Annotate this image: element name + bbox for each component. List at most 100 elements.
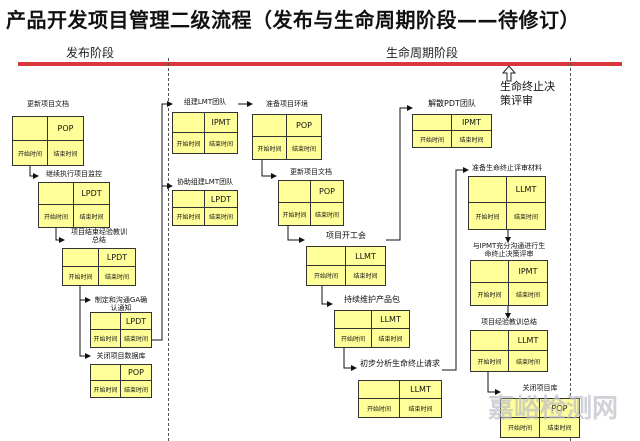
task-title: 更新项目文档 — [27, 100, 69, 108]
task-owner: LLMT — [400, 381, 441, 399]
end-time-cell: 结束时间 — [104, 273, 129, 281]
end-time-cell: 结束时间 — [513, 213, 538, 221]
task-owner: POP — [48, 117, 83, 141]
connector-1-2 — [29, 166, 39, 179]
end-time-cell: 结束时间 — [515, 358, 540, 366]
end-time-cell: 结束时间 — [547, 425, 572, 432]
task-grid: IPMT 开始时间 结束时间 — [470, 260, 548, 306]
task-title: 协助组建LMT团队 — [176, 178, 234, 186]
task-owner: LPDT — [74, 183, 109, 205]
task-owner: IPMT — [205, 113, 237, 133]
connector-12-14 — [442, 167, 469, 371]
task-prepare-eol-materials[interactable]: 准备生命终止评审材料 LLMT 开始时间 结束时间 — [468, 164, 546, 230]
task-project-lessons-learned[interactable]: 项目结束经验教训总结 LPDT 开始时间 结束时间 — [62, 228, 136, 286]
task-grid: LLMT 开始时间 结束时间 — [306, 246, 386, 286]
task-owner: LPDT — [121, 313, 151, 330]
phase-timeline-bar — [18, 62, 622, 66]
watermark-text: 嘉峪检测网 — [488, 394, 619, 424]
end-time-cell: 结束时间 — [353, 273, 378, 280]
task-grid: LPDT 开始时间 结束时间 — [172, 190, 238, 226]
task-form-lmt-team[interactable]: 组建LMT团队 IPMT 开始时间 结束时间 — [172, 98, 238, 154]
connector-9-10 — [287, 226, 305, 243]
connector-10-11 — [321, 286, 333, 307]
phase-label-release: 发布阶段 — [66, 46, 115, 60]
task-kickoff-meeting[interactable]: 项目开工会 LLMT 开始时间 结束时间 — [306, 232, 386, 286]
connector-4-5 — [79, 300, 91, 359]
start-time-cell: 开始时间 — [173, 133, 205, 153]
task-title: 关闭项目库 — [522, 384, 558, 392]
task-owner: POP — [121, 365, 151, 381]
connector-8-9 — [261, 160, 277, 179]
task-grid: POP 开始时间 结束时间 — [252, 114, 322, 160]
connector-4-6 — [152, 101, 173, 341]
task-title: 准备项目环境 — [266, 100, 308, 108]
task-grid: LPDT 开始时间 结束时间 — [38, 182, 110, 228]
task-grid: POP 开始时间 结束时间 — [500, 398, 580, 438]
task-grid: LPDT 开始时间 结束时间 — [90, 312, 152, 348]
task-assist-lmt-team[interactable]: 协助组建LMT团队 LPDT 开始时间 结束时间 — [172, 178, 238, 226]
end-time-cell: 结束时间 — [314, 211, 339, 219]
task-owner: POP — [287, 115, 321, 137]
task-grid: IPMT 开始时间 结束时间 — [172, 112, 238, 154]
start-time-cell: 开始时间 — [279, 203, 311, 225]
task-continue-monitoring[interactable]: 继续执行项目监控 LPDT 开始时间 结束时间 — [38, 170, 110, 228]
task-grid: POP 开始时间 结束时间 — [90, 364, 152, 398]
connector-10-13 — [386, 105, 413, 241]
end-time-cell: 结束时间 — [459, 136, 484, 144]
task-grid: LLMT 开始时间 结束时间 — [468, 176, 546, 230]
task-title: 制定和沟通GA确认通知 — [94, 296, 148, 312]
start-time-cell: 开始时间 — [39, 205, 74, 227]
end-time-cell: 结束时间 — [123, 336, 148, 343]
task-title: 持续维护产品包 — [344, 295, 400, 304]
task-update-docs-lifecycle[interactable]: 更新项目文档 POP 开始时间 结束时间 — [278, 168, 344, 226]
task-owner: LPDT — [99, 249, 135, 267]
task-prepare-project-env[interactable]: 准备项目环境 POP 开始时间 结束时间 — [252, 100, 322, 160]
phase-label-lifecycle: 生命周期阶段 — [386, 46, 459, 60]
start-time-cell: 开始时间 — [471, 283, 509, 305]
start-time-cell: 开始时间 — [253, 137, 287, 159]
task-close-project-library[interactable]: 关闭项目库 POP 开始时间 结束时间 — [500, 384, 580, 438]
task-title: 继续执行项目监控 — [46, 170, 102, 178]
task-maintain-product-pkg[interactable]: 持续维护产品包 LLMT 开始时间 结束时间 — [334, 296, 410, 348]
end-time-cell: 结束时间 — [53, 150, 78, 158]
start-time-cell: 开始时间 — [91, 381, 121, 397]
phase-divider-release-lifecycle — [168, 58, 169, 441]
task-eol-decision-review[interactable]: 与IPMT充分沟通进行生命终止决策评审 IPMT 开始时间 结束时间 — [470, 242, 548, 306]
task-dissolve-pdt-team[interactable]: 解散PDT团队 IPMT 开始时间 结束时间 — [412, 100, 492, 148]
task-grid: LPDT 开始时间 结束时间 — [62, 248, 136, 286]
start-time-cell: 开始时间 — [501, 418, 540, 437]
start-time-cell: 开始时间 — [91, 330, 121, 347]
start-time-cell: 开始时间 — [13, 141, 48, 165]
task-analyze-eol-request[interactable]: 初步分析生命终止请求 LLMT 开始时间 结束时间 — [358, 360, 442, 418]
start-time-cell: 开始时间 — [307, 266, 346, 285]
task-title: 项目经验教训总结 — [481, 318, 537, 326]
start-time-cell: 开始时间 — [469, 203, 507, 229]
task-title: 初步分析生命终止请求 — [360, 359, 440, 368]
end-time-cell: 结束时间 — [208, 140, 233, 148]
end-time-cell: 结束时间 — [408, 405, 433, 413]
task-grid: LLMT 开始时间 结束时间 — [334, 310, 410, 348]
end-time-cell: 结束时间 — [515, 291, 540, 299]
connector-16-17 — [487, 372, 501, 395]
milestone-label: 生命终止决策评审 — [500, 80, 555, 107]
start-time-cell: 开始时间 — [63, 267, 99, 285]
task-grid: POP 开始时间 结束时间 — [12, 116, 84, 166]
start-time-cell: 开始时间 — [471, 351, 509, 371]
task-lessons-learned-lifecycle[interactable]: 项目经验教训总结 LLMT 开始时间 结束时间 — [470, 318, 548, 372]
task-update-project-docs[interactable]: 更新项目文档 POP 开始时间 结束时间 — [12, 100, 84, 166]
task-title: 项目结束经验教训总结 — [71, 228, 127, 244]
end-time-cell: 结束时间 — [79, 213, 104, 221]
milestone-arrow-icon — [502, 66, 516, 82]
task-grid: LLMT 开始时间 结束时间 — [358, 380, 442, 418]
end-time-cell: 结束时间 — [123, 386, 148, 394]
task-grid: POP 开始时间 结束时间 — [278, 180, 344, 226]
task-owner: LLMT — [346, 247, 385, 266]
connector-3-4 — [79, 286, 91, 303]
diagram-title: 产品开发项目管理二级流程（发布与生命周期阶段——待修订） — [6, 8, 580, 32]
task-owner: POP — [311, 181, 343, 203]
task-ga-notification[interactable]: 制定和沟通GA确认通知 LPDT 开始时间 结束时间 — [90, 296, 152, 348]
task-close-project-database[interactable]: 关闭项目数据库 POP 开始时间 结束时间 — [90, 352, 152, 398]
connector-2-3 — [55, 228, 65, 243]
task-owner: POP — [540, 399, 579, 418]
end-time-cell: 结束时间 — [291, 145, 316, 153]
